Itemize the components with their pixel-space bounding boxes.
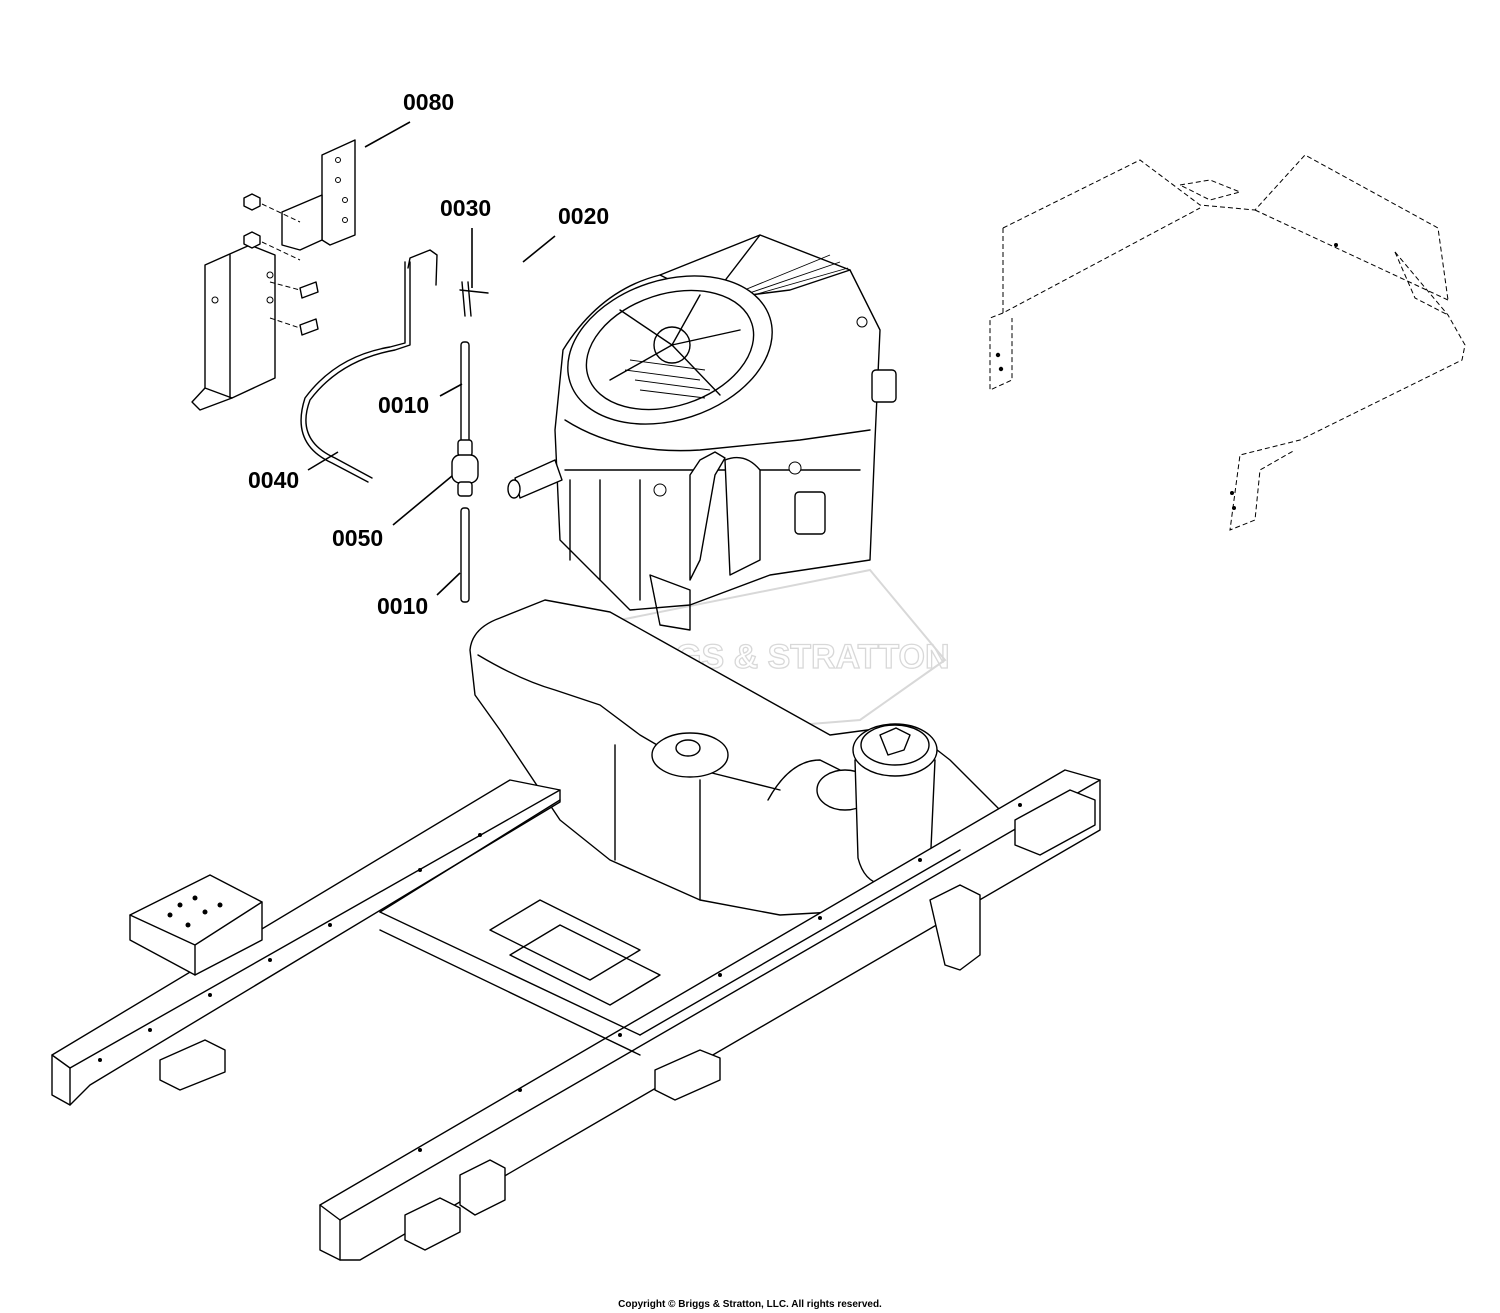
part-label-0010-upper: 0010	[378, 392, 429, 418]
fuel-hose	[501, 261, 549, 362]
throttle-rod	[300, 249, 438, 483]
fuel-pin	[459, 281, 489, 317]
part-label-0050: 0050	[332, 525, 383, 551]
bracket-assembly	[191, 139, 356, 411]
fuel-tank	[469, 599, 1021, 916]
fuel-line-lower	[460, 507, 470, 603]
engine-shield	[989, 154, 1466, 531]
part-label-0040: 0040	[248, 467, 299, 493]
part-label-0030: 0030	[440, 195, 491, 221]
fuel-line-upper	[460, 341, 470, 447]
fuel-filter	[451, 439, 479, 497]
part-labels: 0080 0030 0020 0010 0040 0050 0010	[248, 89, 609, 619]
part-label-0080: 0080	[403, 89, 454, 115]
chassis-frame	[51, 769, 1101, 1261]
engine	[507, 234, 897, 631]
part-label-0010-lower: 0010	[377, 593, 428, 619]
leader-lines	[307, 121, 556, 596]
part-label-0020: 0020	[558, 203, 609, 229]
copyright-notice: Copyright © Briggs & Stratton, LLC. All …	[618, 1299, 882, 1310]
